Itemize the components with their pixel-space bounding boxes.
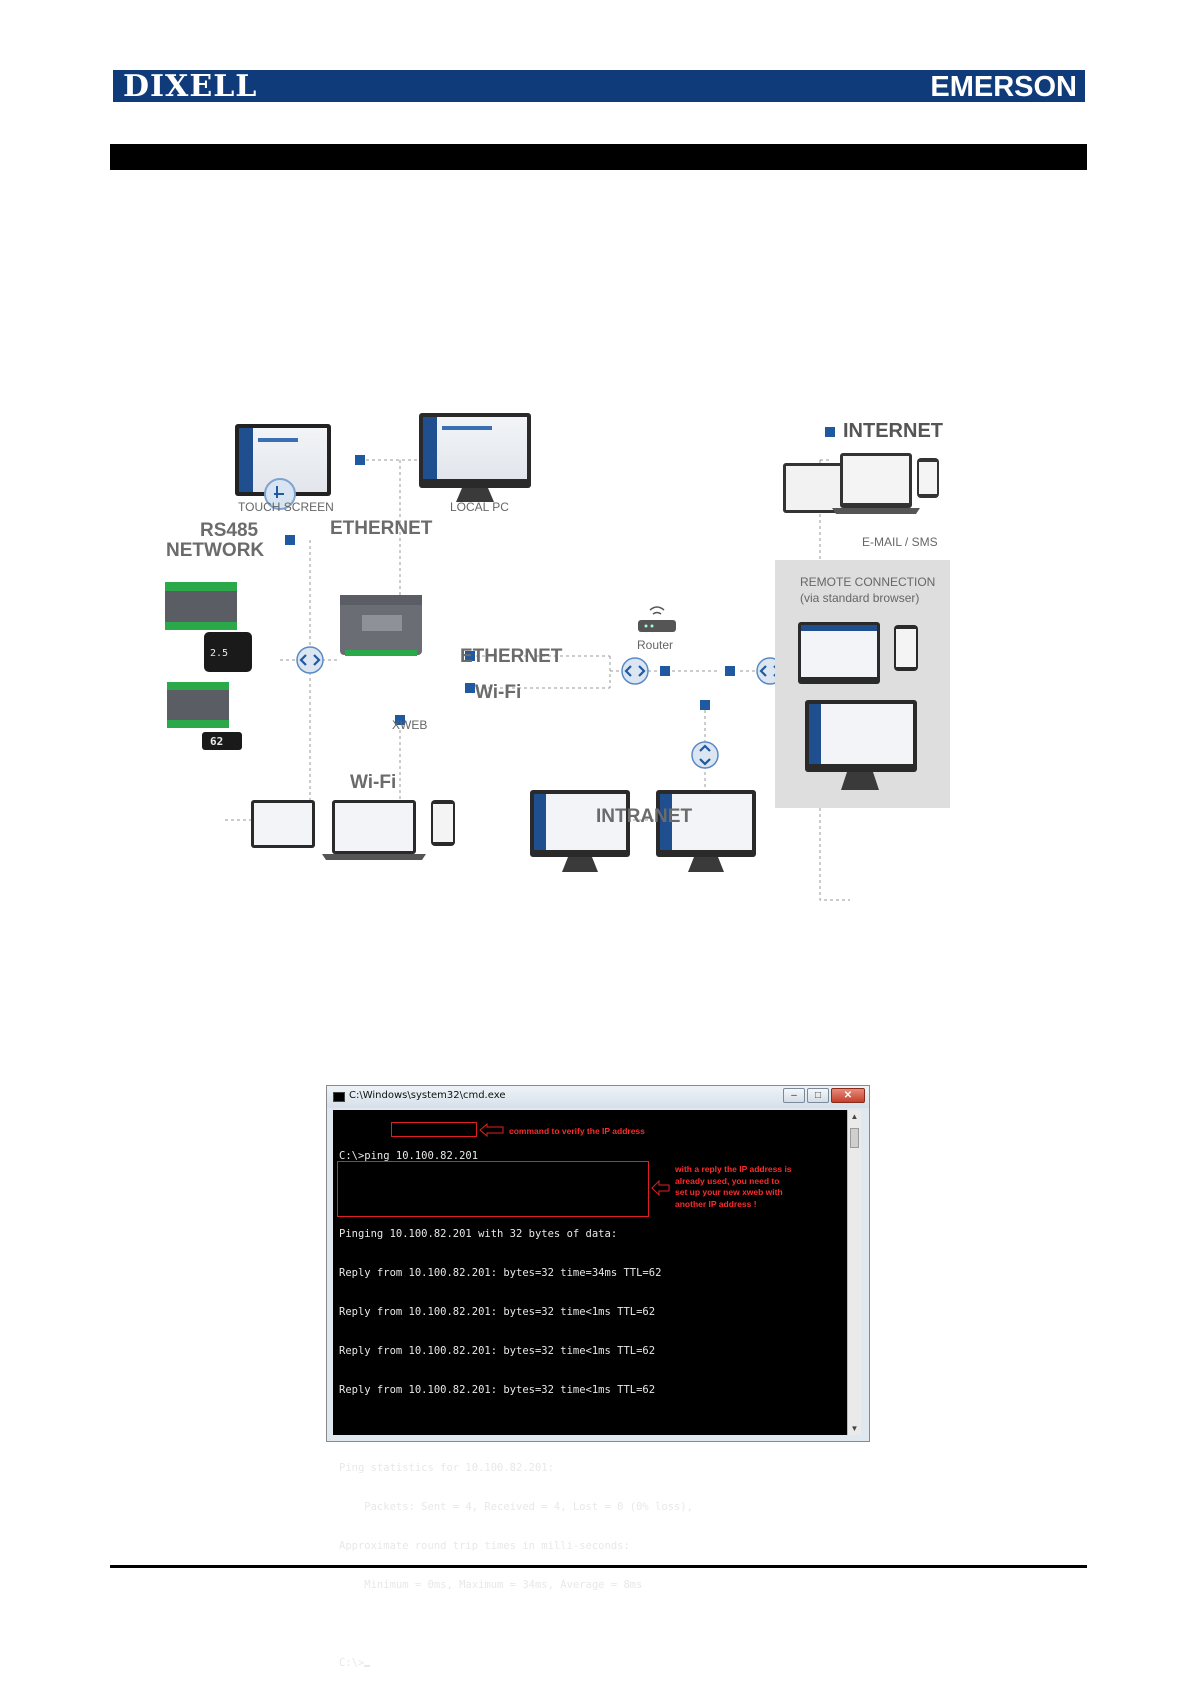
minimize-icon[interactable]: – xyxy=(783,1088,805,1103)
section-title-bar xyxy=(110,144,1087,170)
label-local-pc: LOCAL PC xyxy=(450,500,509,514)
terminal-line: C:\>ping 10.100.82.201 xyxy=(339,1150,479,1162)
node-xweb-bottom xyxy=(395,715,405,725)
scroll-down-icon[interactable]: ▼ xyxy=(850,1424,859,1433)
document-header: DIXELL EMERSON xyxy=(113,69,1085,104)
maximize-icon[interactable]: □ xyxy=(807,1088,829,1103)
node-wifi xyxy=(465,683,475,693)
rs485-controllers: 2.5 62 xyxy=(165,582,252,750)
xweb-device xyxy=(340,595,422,656)
reply-highlight-box xyxy=(337,1161,649,1217)
terminal-line: Reply from 10.100.82.201: bytes=32 time<… xyxy=(339,1306,656,1318)
label-xweb: XWEB xyxy=(392,718,428,732)
dixell-logo: DIXELL xyxy=(123,69,258,104)
label-remote-browser: (via standard browser) xyxy=(800,591,920,605)
remote-connection-panel xyxy=(775,560,950,808)
node-touch xyxy=(355,455,365,465)
internet-devices xyxy=(783,453,939,514)
terminal-line: Pinging 10.100.82.201 with 32 bytes of d… xyxy=(339,1228,618,1240)
touch-screen-device xyxy=(235,424,331,510)
router-device xyxy=(638,606,676,632)
vertical-scrollbar[interactable]: ▲ ▼ xyxy=(847,1110,861,1435)
emerson-logo: EMERSON xyxy=(930,71,1077,103)
annotation-ip-used: with a reply the IP address is already u… xyxy=(675,1164,792,1209)
annotation-verify-ip: command to verify the IP address xyxy=(509,1126,645,1136)
terminal-output: C:\>ping 10.100.82.201 Pinging 10.100.82… xyxy=(339,1124,839,1684)
cmd-app-icon xyxy=(333,1092,345,1102)
label-ethernet-top: ETHERNET xyxy=(330,518,433,539)
cmd-window: C:\Windows\system32\cmd.exe – □ ✕ C:\>pi… xyxy=(326,1085,870,1669)
terminal-line xyxy=(339,1423,839,1436)
footer-divider xyxy=(110,1565,1087,1568)
terminal-line xyxy=(339,1618,839,1631)
node-router-left xyxy=(660,666,670,676)
cmd-titlebar: C:\Windows\system32\cmd.exe – □ ✕ xyxy=(327,1086,869,1108)
node-rs485 xyxy=(285,535,295,545)
terminal-line: Ping statistics for 10.100.82.201: xyxy=(339,1462,554,1474)
node-eth xyxy=(465,651,475,661)
label-email-sms: E-MAIL / SMS xyxy=(862,535,938,549)
cmd-console[interactable]: C:\>ping 10.100.82.201 Pinging 10.100.82… xyxy=(333,1110,861,1669)
label-wifi-bottom: Wi-Fi xyxy=(350,772,397,793)
terminal-line: Approximate round trip times in milli-se… xyxy=(339,1540,630,1552)
arrow-left-icon-2 xyxy=(651,1180,670,1196)
terminal-prompt-line: C:\> xyxy=(339,1657,839,1670)
terminal-line: Packets: Sent = 4, Received = 4, Lost = … xyxy=(339,1501,694,1513)
label-intranet: INTRANET xyxy=(596,806,693,827)
diagram-graphics: 2.5 62 xyxy=(165,413,950,901)
close-icon[interactable]: ✕ xyxy=(831,1088,865,1103)
label-touch-screen: TOUCH SCREEN xyxy=(238,500,334,514)
cmd-window-title: C:\Windows\system32\cmd.exe xyxy=(349,1090,506,1101)
controller-display-text-1: 2.5 xyxy=(210,648,228,659)
label-wifi-mid: Wi-Fi xyxy=(475,682,522,703)
terminal-line: Reply from 10.100.82.201: bytes=32 time<… xyxy=(339,1384,656,1396)
intranet-monitors xyxy=(530,790,756,872)
arrow-left-icon xyxy=(479,1123,504,1137)
node-router-right xyxy=(725,666,735,676)
network-diagram: 2.5 62 xyxy=(150,410,1040,950)
label-network: NETWORK xyxy=(166,540,265,561)
terminal-line: Minimum = 0ms, Maximum = 34ms, Average =… xyxy=(339,1579,643,1591)
controller-display-text-2: 62 xyxy=(210,735,223,748)
label-rs485: RS485 xyxy=(200,520,259,541)
terminal-line: Reply from 10.100.82.201: bytes=32 time=… xyxy=(339,1267,662,1279)
node-router-bottom xyxy=(700,700,710,710)
terminal-prompt: C:\> xyxy=(339,1657,365,1669)
scroll-up-icon[interactable]: ▲ xyxy=(850,1112,859,1121)
local-pc-device xyxy=(419,413,531,502)
label-router: Router xyxy=(637,638,674,652)
node-internet xyxy=(825,427,835,437)
wifi-devices xyxy=(251,800,455,860)
cursor-icon xyxy=(364,1665,371,1667)
scroll-thumb[interactable] xyxy=(850,1128,859,1148)
label-internet: INTERNET xyxy=(843,420,943,442)
ip-highlight-box xyxy=(391,1122,477,1137)
terminal-line: Reply from 10.100.82.201: bytes=32 time<… xyxy=(339,1345,656,1357)
label-remote-connection: REMOTE CONNECTION xyxy=(800,575,936,589)
label-ethernet-mid: ETHERNET xyxy=(460,646,563,667)
